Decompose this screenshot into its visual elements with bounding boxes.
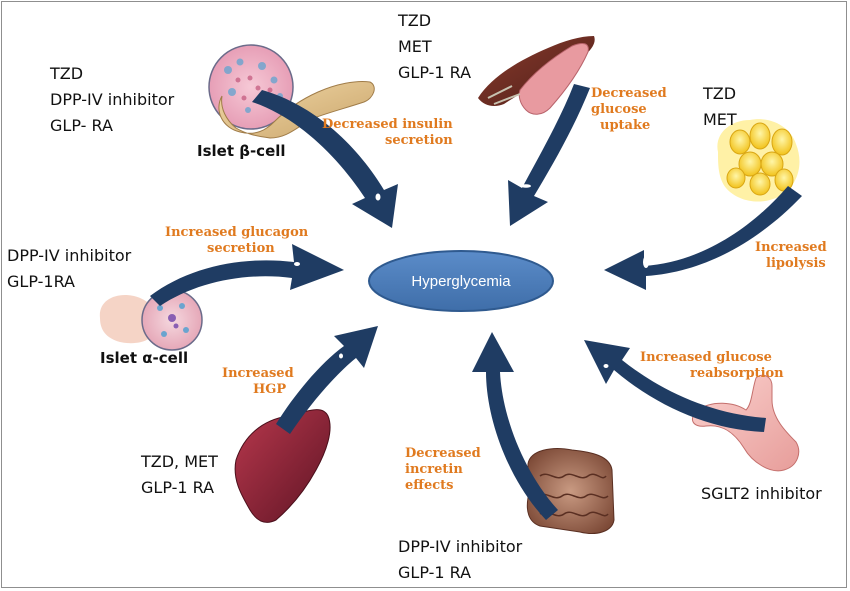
arrow-adipose [604, 186, 802, 290]
muscle-image [478, 36, 595, 115]
alpha-cell-effect-line-2: secretion [207, 241, 275, 256]
arrow-muscle [508, 84, 590, 226]
adipose-tissue-image [717, 119, 800, 202]
muscle-effect-line-1: Decreased [591, 86, 667, 101]
adipose-drug-2: MET [703, 110, 737, 129]
arrow-alpha-cell [150, 244, 344, 306]
hyperglycemia-ellipse [368, 250, 554, 312]
beta-cell-effect-line-2: secretion [385, 133, 453, 148]
kidney-effect-line-2: reabsorption [690, 366, 784, 381]
gut-effect-line-2: incretin [405, 462, 463, 477]
adipose-drug-1: TZD [703, 84, 737, 103]
alpha-cell-drug-1: DPP-IV inhibitor [7, 246, 132, 265]
muscle-drug-1: TZD [398, 11, 432, 30]
arrow-intestine [472, 332, 558, 520]
beta-cell-drug-2: DPP-IV inhibitor [50, 90, 175, 109]
gut-drug-1: DPP-IV inhibitor [398, 537, 523, 556]
arrow-liver [276, 326, 378, 434]
gut-drug-2: GLP-1 RA [398, 563, 472, 582]
liver-effect-line-2: HGP [253, 382, 287, 397]
arrow-kidney [584, 340, 766, 432]
hyperglycemia-label: Hyperglycemia [411, 272, 511, 290]
liver-effect-line-1: Increased [222, 366, 294, 381]
beta-cell-effect-line-1: Decreased insulin [322, 117, 453, 132]
kidney-effect-line-1: Increased glucose [640, 350, 772, 365]
adipose-effect-line-2: lipolysis [766, 256, 826, 271]
liver-drug-2: GLP-1 RA [141, 478, 215, 497]
arrow-beta-cell [252, 90, 398, 228]
arrow-marks [294, 184, 649, 391]
gut-effect-line-3: effects [405, 478, 454, 493]
kidney-drug-1: SGLT2 inhibitor [701, 484, 822, 503]
islet-alpha-cell-label: Islet α-cell [100, 349, 189, 367]
islet-alpha-cell-image [99, 289, 203, 351]
beta-cell-drug-1: TZD [50, 64, 84, 83]
liver-drug-1: TZD, MET [141, 452, 218, 471]
islet-beta-cell-label: Islet β-cell [197, 142, 286, 160]
adipose-effect-line-1: Increased [755, 240, 827, 255]
muscle-drug-3: GLP-1 RA [398, 63, 472, 82]
arrows [150, 84, 802, 520]
gut-effect-line-1: Decreased [405, 446, 481, 461]
muscle-effect-line-2: glucose [591, 102, 647, 117]
beta-cell-drug-3: GLP- RA [50, 116, 113, 135]
muscle-effect-line-3: uptake [600, 118, 651, 133]
alpha-cell-drug-2: GLP-1RA [7, 272, 75, 291]
muscle-drug-2: MET [398, 37, 432, 56]
alpha-cell-effect-line-1: Increased glucagon [165, 225, 309, 240]
